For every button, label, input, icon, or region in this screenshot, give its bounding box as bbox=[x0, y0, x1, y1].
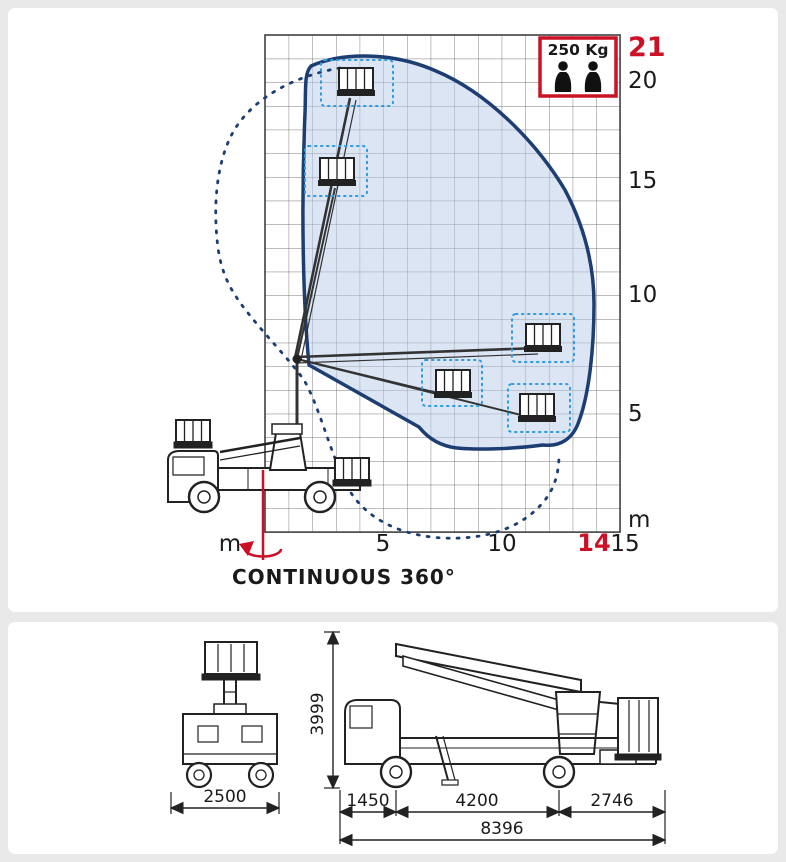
rear-overhang-value: 2746 bbox=[590, 791, 633, 811]
boom-positions bbox=[292, 97, 539, 438]
y-unit-label: m bbox=[628, 507, 650, 533]
person-icon bbox=[554, 61, 572, 92]
dimension-drawings: 2500 bbox=[169, 630, 667, 847]
x-tick-15: 15 bbox=[610, 531, 639, 557]
x-tick-5: 5 bbox=[376, 531, 391, 557]
y-tick-15: 15 bbox=[628, 168, 657, 194]
platform-right-mid bbox=[523, 323, 563, 353]
y-tick-20: 20 bbox=[628, 68, 657, 94]
platform-dotted-outlines bbox=[304, 59, 575, 433]
rotation-axis bbox=[239, 470, 283, 560]
wheelbase-value: 4200 bbox=[455, 791, 498, 811]
envelope-dashed-outline bbox=[214, 66, 561, 540]
height-dimension: 3999 bbox=[308, 630, 340, 790]
height-value: 3999 bbox=[308, 692, 328, 735]
max-outreach-label: 14 bbox=[577, 529, 610, 557]
truck-side-view bbox=[167, 419, 372, 514]
y-tick-10: 10 bbox=[628, 282, 657, 308]
length-dimensions: 1450 4200 2746 8396 bbox=[338, 790, 667, 847]
max-height-label: 21 bbox=[628, 32, 666, 63]
dimensions-panel: 2500 bbox=[8, 622, 778, 854]
x-tick-10: 10 bbox=[487, 531, 516, 557]
platform-right-low bbox=[517, 393, 557, 423]
range-diagram: 250 Kg 21 20 15 10 5 m m 5 10 14 15 CONT… bbox=[167, 32, 666, 589]
platform-upper bbox=[317, 157, 357, 187]
y-tick-5: 5 bbox=[628, 401, 643, 427]
platform-center bbox=[433, 369, 473, 399]
load-badge-label: 250 Kg bbox=[548, 41, 609, 59]
work-envelope-area bbox=[301, 54, 596, 451]
working-range-panel: 250 Kg 21 20 15 10 5 m m 5 10 14 15 CONT… bbox=[8, 8, 778, 612]
load-badge: 250 Kg bbox=[538, 36, 618, 98]
width-dimension: 2500 bbox=[169, 787, 281, 815]
person-icon bbox=[584, 61, 602, 92]
platform-top bbox=[336, 67, 376, 97]
truck-rear-view bbox=[182, 641, 278, 789]
height-axis-labels: 21 20 15 10 5 m bbox=[628, 32, 666, 533]
x-unit-label: m bbox=[219, 531, 241, 557]
width-value: 2500 bbox=[203, 787, 246, 807]
outreach-axis-labels: m 5 10 14 15 bbox=[219, 529, 640, 557]
total-length-value: 8396 bbox=[480, 819, 523, 839]
front-overhang-value: 1450 bbox=[346, 791, 389, 811]
rotation-label: CONTINUOUS 360° bbox=[232, 565, 456, 589]
truck-side-view-dims bbox=[344, 642, 662, 789]
